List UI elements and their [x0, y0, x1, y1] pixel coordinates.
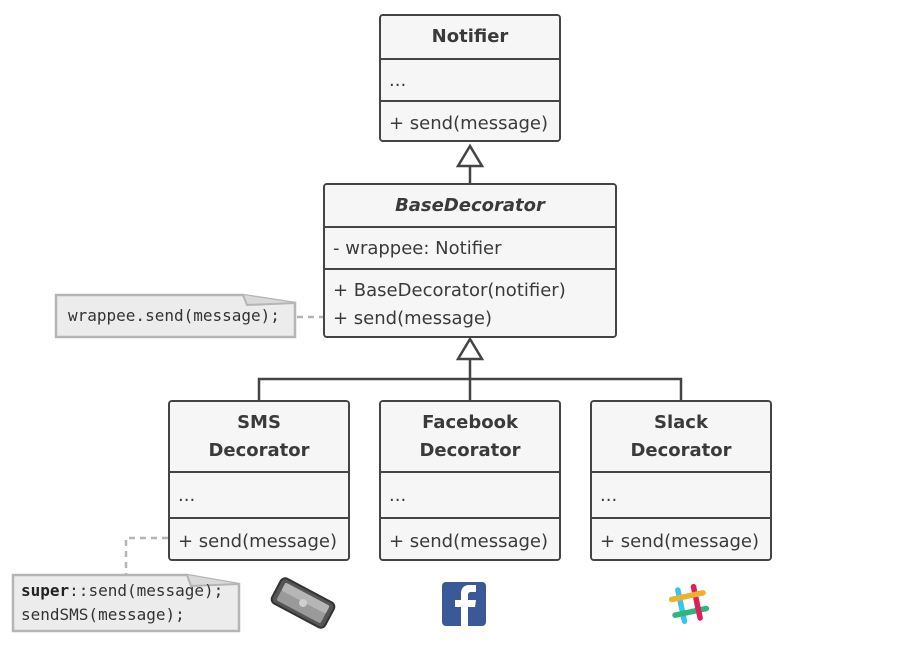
- base-decorator-class: BaseDecorator - wrappee: Notifier + Base…: [323, 183, 617, 338]
- slack-icon: [668, 583, 710, 625]
- sms-note-line2: sendSMS(message);: [21, 605, 185, 624]
- slack-name-line1: Slack: [654, 411, 708, 433]
- base-note-fold: [242, 294, 296, 307]
- base-decorator-class-name: BaseDecorator: [325, 185, 615, 226]
- notifier-class-name: Notifier: [381, 16, 559, 58]
- base-decorator-field-wrappee: - wrappee: Notifier: [333, 237, 502, 259]
- facebook-decorator-methods: + send(message): [381, 517, 559, 559]
- base-decorator-methods: + BaseDecorator(notifier) + send(message…: [325, 268, 615, 336]
- facebook-decorator-class: Facebook Decorator ... + send(message): [379, 400, 561, 561]
- slack-decorator-fields: ...: [592, 471, 770, 517]
- notifier-method-send: + send(message): [389, 112, 549, 134]
- inherit-arrow-base: [455, 336, 485, 361]
- notifier-name-text: Notifier: [431, 26, 509, 47]
- inherit-branch: [257, 377, 683, 400]
- sms-decorator-fields: ...: [170, 471, 348, 517]
- sms-note-connector: [124, 536, 168, 574]
- sms-note-rest: ::send(message);: [69, 581, 224, 600]
- base-decorator-name-text: BaseDecorator: [395, 194, 545, 216]
- notifier-class: Notifier ... + send(message): [379, 14, 561, 142]
- inherit-arrow-notifier: [455, 143, 485, 168]
- base-note-shape: [54, 293, 297, 339]
- sms-name-line1: SMS: [237, 411, 281, 433]
- sms-decorator-note: super::send(message); sendSMS(message);: [15, 577, 237, 629]
- base-decorator-note: wrappee.send(message);: [58, 297, 293, 335]
- sms-decorator-class: SMS Decorator ... + send(message): [168, 400, 350, 561]
- base-decorator-fields: - wrappee: Notifier: [325, 226, 615, 268]
- sms-note-keyword: super: [21, 581, 70, 600]
- notifier-fields: ...: [381, 58, 559, 100]
- sms-method-send: + send(message): [178, 530, 338, 552]
- facebook-decorator-fields: ...: [381, 471, 559, 517]
- facebook-name-line1: Facebook: [422, 411, 518, 433]
- sms-note-shape: [11, 573, 241, 633]
- slack-decorator-class-name: Slack Decorator: [592, 402, 770, 471]
- slack-name-line2: Decorator: [630, 439, 732, 461]
- base-decorator-method-send: + send(message): [333, 308, 493, 329]
- sms-decorator-methods: + send(message): [170, 517, 348, 559]
- phone-icon: [270, 577, 336, 629]
- sms-note-fold: [186, 574, 240, 588]
- facebook-name-line2: Decorator: [419, 439, 521, 461]
- facebook-decorator-class-name: Facebook Decorator: [381, 402, 559, 471]
- sms-name-line2: Decorator: [208, 439, 310, 461]
- slack-decorator-class: Slack Decorator ... + send(message): [590, 400, 772, 561]
- slack-decorator-methods: + send(message): [592, 517, 770, 559]
- sms-decorator-class-name: SMS Decorator: [170, 402, 348, 471]
- notifier-methods: + send(message): [381, 100, 559, 140]
- base-note-text: wrappee.send(message);: [68, 306, 280, 325]
- base-decorator-method-constructor: + BaseDecorator(notifier): [333, 280, 566, 301]
- facebook-icon: [442, 582, 486, 626]
- sms-note-line1: super::send(message);: [21, 579, 237, 603]
- slack-method-send: + send(message): [600, 530, 760, 552]
- facebook-method-send: + send(message): [389, 530, 549, 552]
